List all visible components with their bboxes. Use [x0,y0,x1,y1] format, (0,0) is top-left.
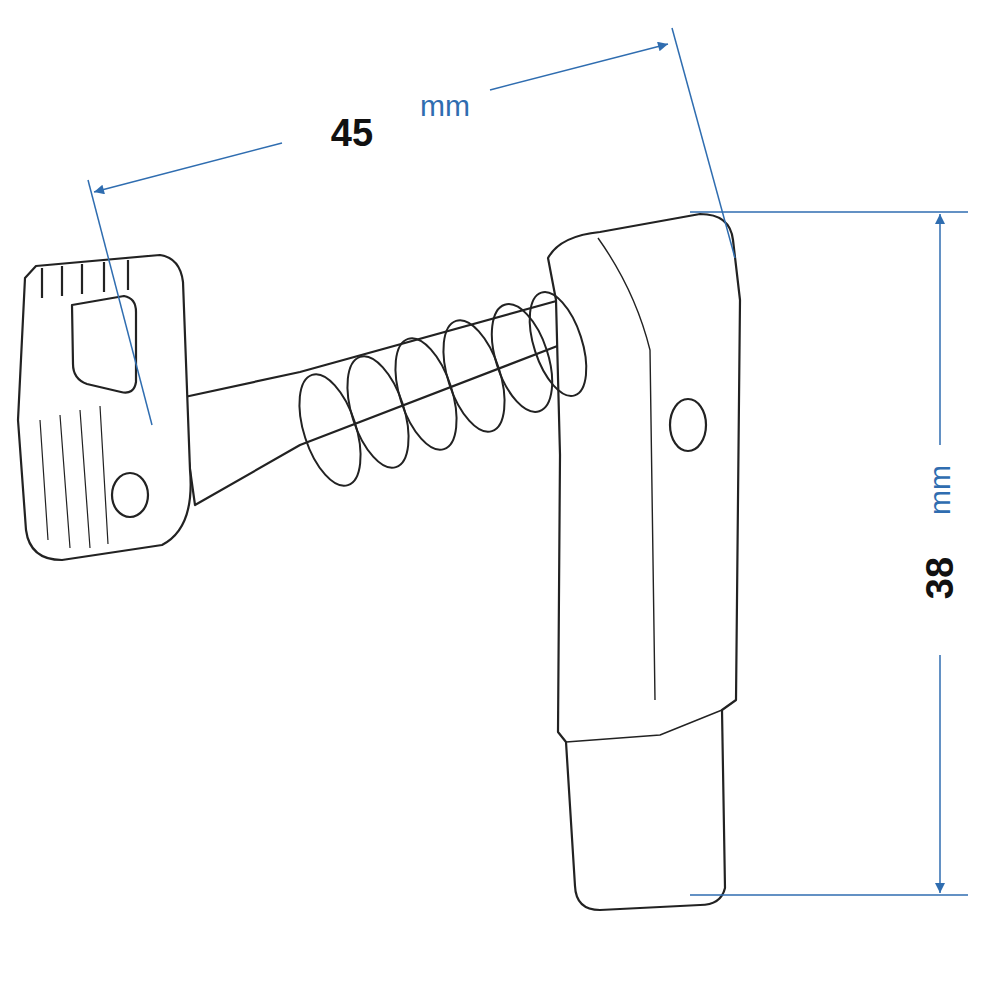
dimension-line [939,655,941,893]
dimension-value: 38 [921,557,959,599]
dimension-line [490,44,668,90]
extension-line [690,211,968,213]
dimension-line [939,214,941,445]
spring [287,285,597,493]
extension-line [672,28,735,258]
extension-line [690,894,968,896]
shaft [180,300,560,505]
catch-lever [548,214,740,910]
paddle-ribs [42,260,128,298]
paddle-window [72,296,136,393]
lever-edges [566,238,722,742]
paddle-pin [112,473,148,517]
dimension-unit: mm [925,465,955,515]
dimension-unit: mm [420,91,470,121]
paddle-grooves [40,406,108,548]
dimension-lines [88,28,968,895]
release-paddle [18,255,191,560]
lever-boss [670,399,706,451]
dimension-value: 45 [331,114,373,152]
part-outline [18,214,740,910]
extension-line [88,180,152,425]
dimension-line [94,143,282,192]
